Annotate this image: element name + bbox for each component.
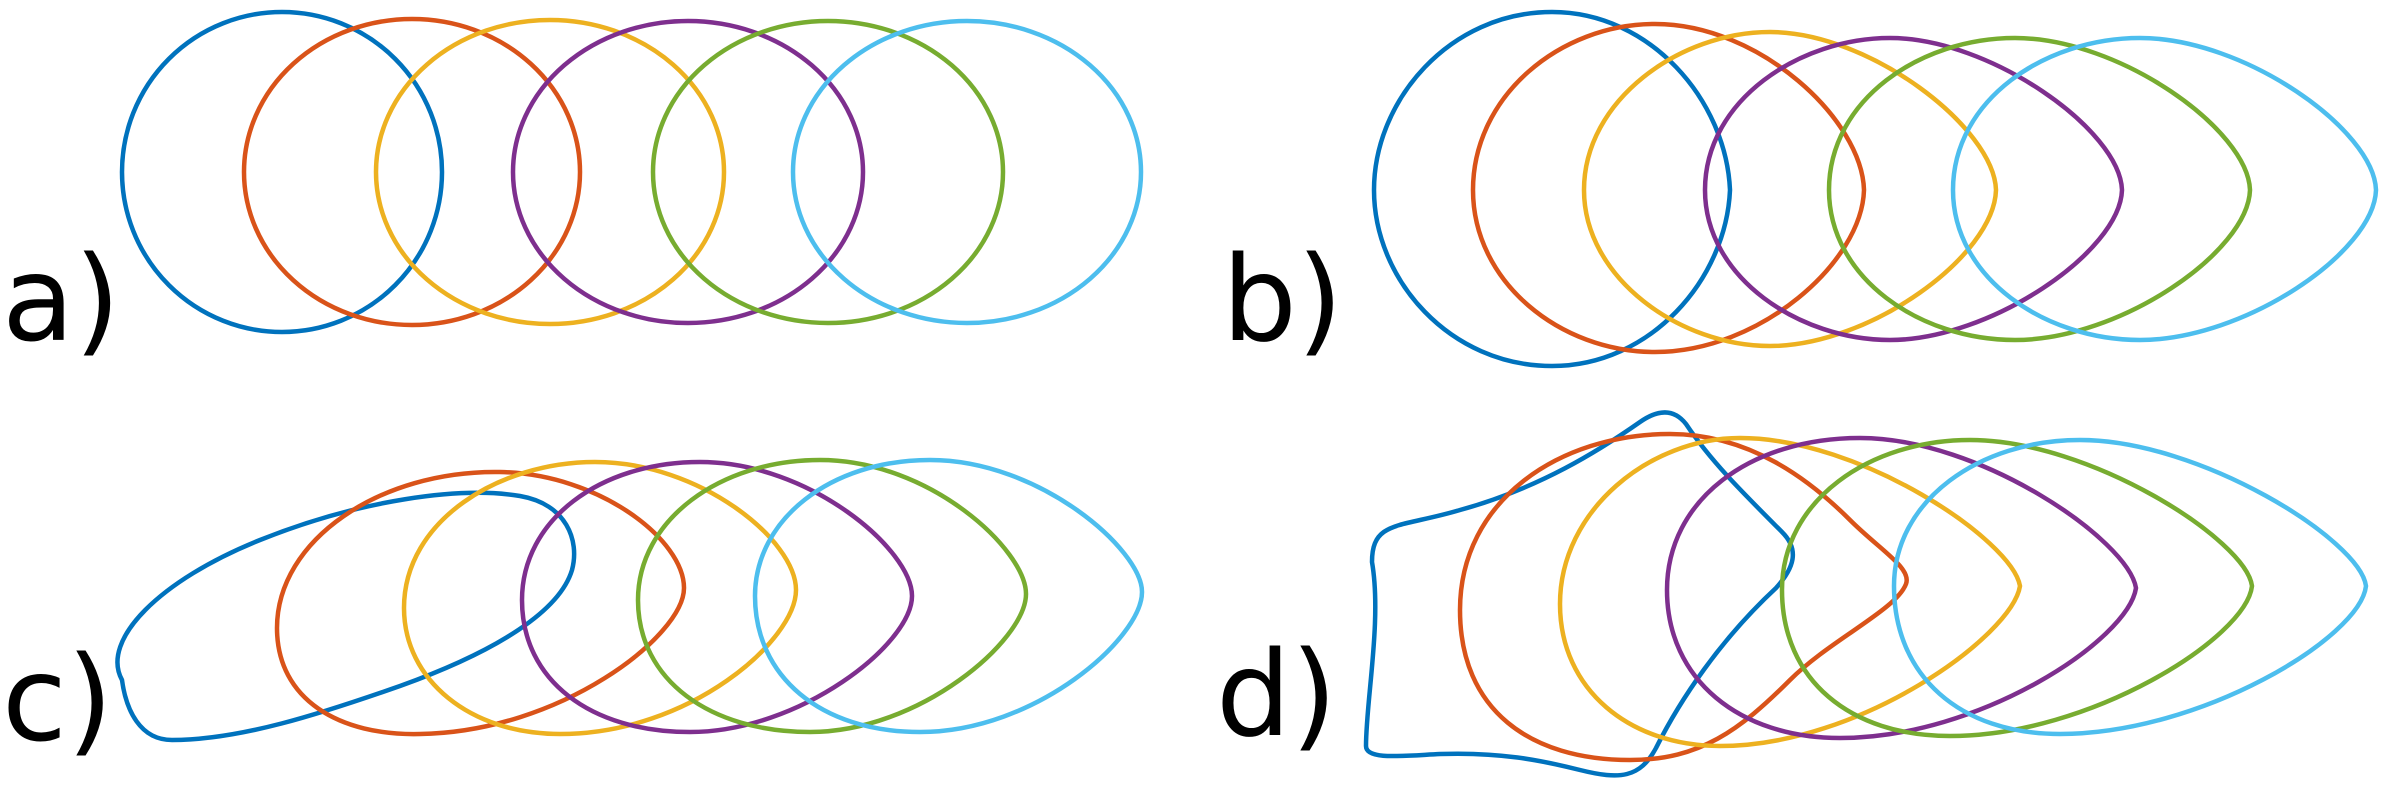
- panel-b-curve-3: [1581, 29, 1999, 349]
- panel-c-curve-6: [752, 457, 1145, 735]
- panel-c-curve-5: [635, 457, 1029, 735]
- panel-c-curve-4: [519, 459, 915, 735]
- panel-d-curve-3: [1557, 435, 2023, 749]
- panel-c-curve-1: [115, 490, 577, 743]
- panel-a-curve-2: [241, 16, 583, 328]
- panel-d-label: d): [1216, 625, 1337, 763]
- panel-a-curve-6: [790, 18, 1144, 326]
- panel-a-curve-1: [119, 9, 445, 335]
- panel-c: c): [2, 457, 1145, 768]
- panel-c-curves: [115, 457, 1145, 743]
- panel-b: b): [1222, 9, 2379, 369]
- panel-c-label: c): [2, 630, 113, 768]
- panel-a-curve-5: [650, 18, 1006, 326]
- panel-d: d): [1216, 410, 2369, 778]
- panel-b-label: b): [1222, 230, 1343, 368]
- panel-b-curve-5: [1826, 35, 2253, 343]
- panel-b-curve-1: [1371, 9, 1733, 369]
- panel-c-curve-3: [401, 459, 799, 737]
- panel-a-curve-3: [373, 17, 727, 327]
- panel-a: a): [2, 9, 1144, 368]
- panel-b-curve-6: [1950, 35, 2379, 343]
- panel-d-curve-2: [1457, 431, 1909, 763]
- panel-a-curves: [119, 9, 1144, 335]
- panel-d-curve-1: [1363, 410, 1796, 778]
- panel-b-curves: [1371, 9, 2379, 369]
- panel-d-curve-4: [1664, 435, 2139, 741]
- panel-a-label: a): [2, 230, 120, 368]
- panel-d-curves: [1363, 410, 2369, 778]
- panel-a-curve-4: [510, 18, 866, 326]
- panel-d-curve-5: [1779, 437, 2255, 739]
- panel-b-curve-2: [1470, 21, 1867, 355]
- panel-d-curve-6: [1891, 437, 2369, 737]
- panel-c-curve-2: [274, 469, 687, 737]
- panel-b-curve-4: [1702, 35, 2125, 343]
